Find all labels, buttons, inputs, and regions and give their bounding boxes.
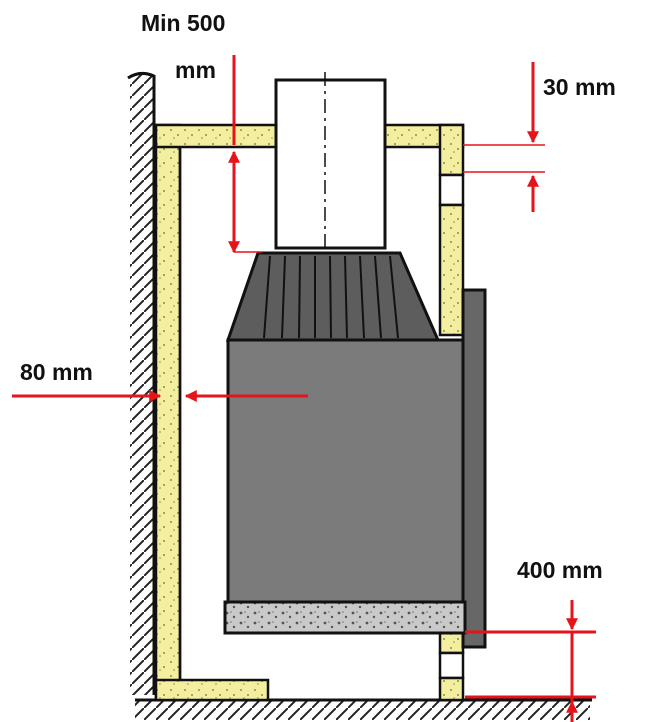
dimension-min-500 (228, 55, 262, 254)
label-80mm: 80 mm (20, 359, 93, 385)
floor (135, 698, 592, 720)
insulation-right-upper (438, 123, 465, 177)
label-min-500-line1: Min 500 (141, 10, 225, 36)
insulation-bottom (154, 678, 270, 702)
stove-top-section (225, 251, 441, 342)
insulation-left (154, 123, 182, 702)
insulation-top-left (154, 123, 278, 149)
insulation-right-lower-1 (438, 631, 465, 655)
label-400mm: 400 mm (517, 557, 603, 583)
stove-body (226, 338, 465, 604)
label-min-500-line2: mm (175, 57, 216, 83)
dimension-400mm (465, 600, 596, 722)
vent-opening-upper (438, 173, 465, 207)
insulation-right-middle (438, 203, 465, 337)
dimension-30mm (463, 62, 545, 212)
door-panel (461, 288, 487, 649)
base-slab (223, 600, 467, 635)
insulation-right-lower-2 (438, 676, 465, 702)
vent-opening-lower (438, 651, 465, 680)
label-30mm: 30 mm (543, 74, 616, 100)
chimney-pipe (274, 72, 387, 250)
wall-left (127, 71, 156, 695)
insulation-enclosure (154, 123, 465, 702)
